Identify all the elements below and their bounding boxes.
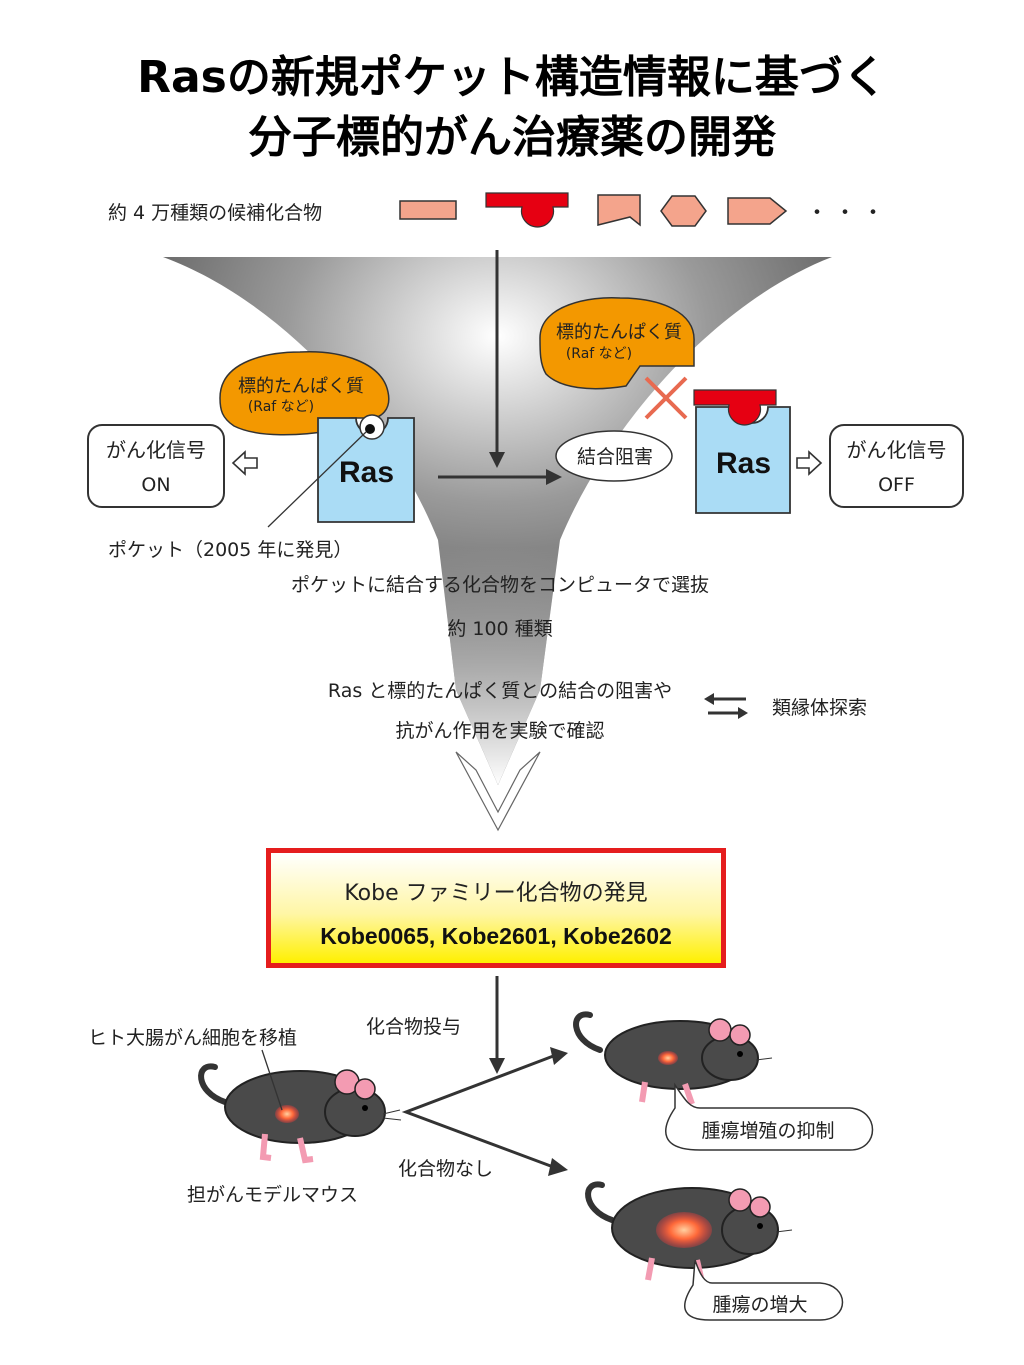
ras-right-block [693,389,791,514]
page-title-line1: Rasの新規ポケット構造情報に基づく [137,52,887,103]
target-protein-left-example: (Raf など) [247,399,315,415]
step-experiment-line1: Ras と標的たんぱく質との結合の阻害や [327,680,673,702]
mouse-untreated [585,1181,793,1283]
shape-hexagon [660,195,707,227]
bubble-suppression [665,1082,874,1151]
candidates-label: 約 4 万種類の候補化合物 [108,202,323,224]
arrow-ras-to-inhibited [438,469,562,485]
bubble-growth [684,1259,844,1321]
step-screening: ポケットに結合する化合物をコンピュータで選抜 [290,574,709,596]
pocket-note: ポケット（2005 年に発見） [108,539,353,561]
ras-right-label: Ras [716,447,772,480]
arrow-to-off [796,450,823,476]
target-protein-right-example: (Raf など) [565,346,633,362]
target-protein-right-name: 標的たんぱく質 [556,322,682,343]
exchange-arrows-icon [704,693,748,719]
page-title-line2: 分子標的がん治療薬の開発 [248,112,776,163]
pocket-pointer-line [267,431,367,528]
shape-pentagon-arrow [727,197,788,225]
shape-rect [399,200,457,220]
signal-off-box [829,424,964,508]
step-count: 約 100 種類 [447,618,553,640]
shape-red-key [485,192,569,228]
signal-on-state: ON [141,474,171,496]
ras-left-block [317,414,415,523]
arrow-to-on [231,450,258,476]
mouse-left [198,1063,402,1164]
mouse-treated [573,1011,773,1105]
shape-flag [597,194,641,227]
result-growth-label: 腫瘍の増大 [712,1294,808,1316]
signal-on-title: がん化信号 [106,438,206,462]
target-protein-left-name: 標的たんぱく質 [238,376,364,397]
transplant-label: ヒト大腸がん細胞を移植 [88,1027,298,1049]
kobe-family-title: Kobe ファミリー化合物の発見 [344,881,648,906]
analog-search-label: 類縁体探索 [772,697,868,719]
branch-arrows [401,1047,568,1176]
target-protein-right-shape [539,296,695,390]
bound-compound-shape [693,389,777,426]
not-dosed-label: 化合物なし [398,1158,494,1180]
dose-arrow [489,976,505,1074]
screening-funnel [163,257,832,832]
result-suppression-label: 腫瘍増殖の抑制 [701,1120,835,1142]
binding-inhibition-bubble [555,430,673,482]
kobe-compound-list: Kobe0065, Kobe2601, Kobe2602 [320,923,672,949]
transplant-pointer [261,1049,283,1111]
kobe-family-box: Kobe ファミリー化合物の発見 Kobe0065, Kobe2601, Kob… [266,848,726,968]
model-mouse-label: 担がんモデルマウス [187,1184,359,1206]
inhibition-x-icon [644,376,688,420]
dosed-label: 化合物投与 [366,1016,462,1038]
candidate-shapes [399,192,788,228]
down-arrow-center [489,250,505,468]
ras-left-label: Ras [339,456,395,489]
signal-off-title: がん化信号 [846,438,947,462]
binding-inhibition-label: 結合阻害 [576,446,653,468]
candidates-ellipsis: ・・・ [806,201,891,226]
signal-on-box [87,424,225,508]
step-experiment-line2: 抗がん作用を実験で確認 [395,720,605,742]
signal-off-state: OFF [878,474,915,496]
